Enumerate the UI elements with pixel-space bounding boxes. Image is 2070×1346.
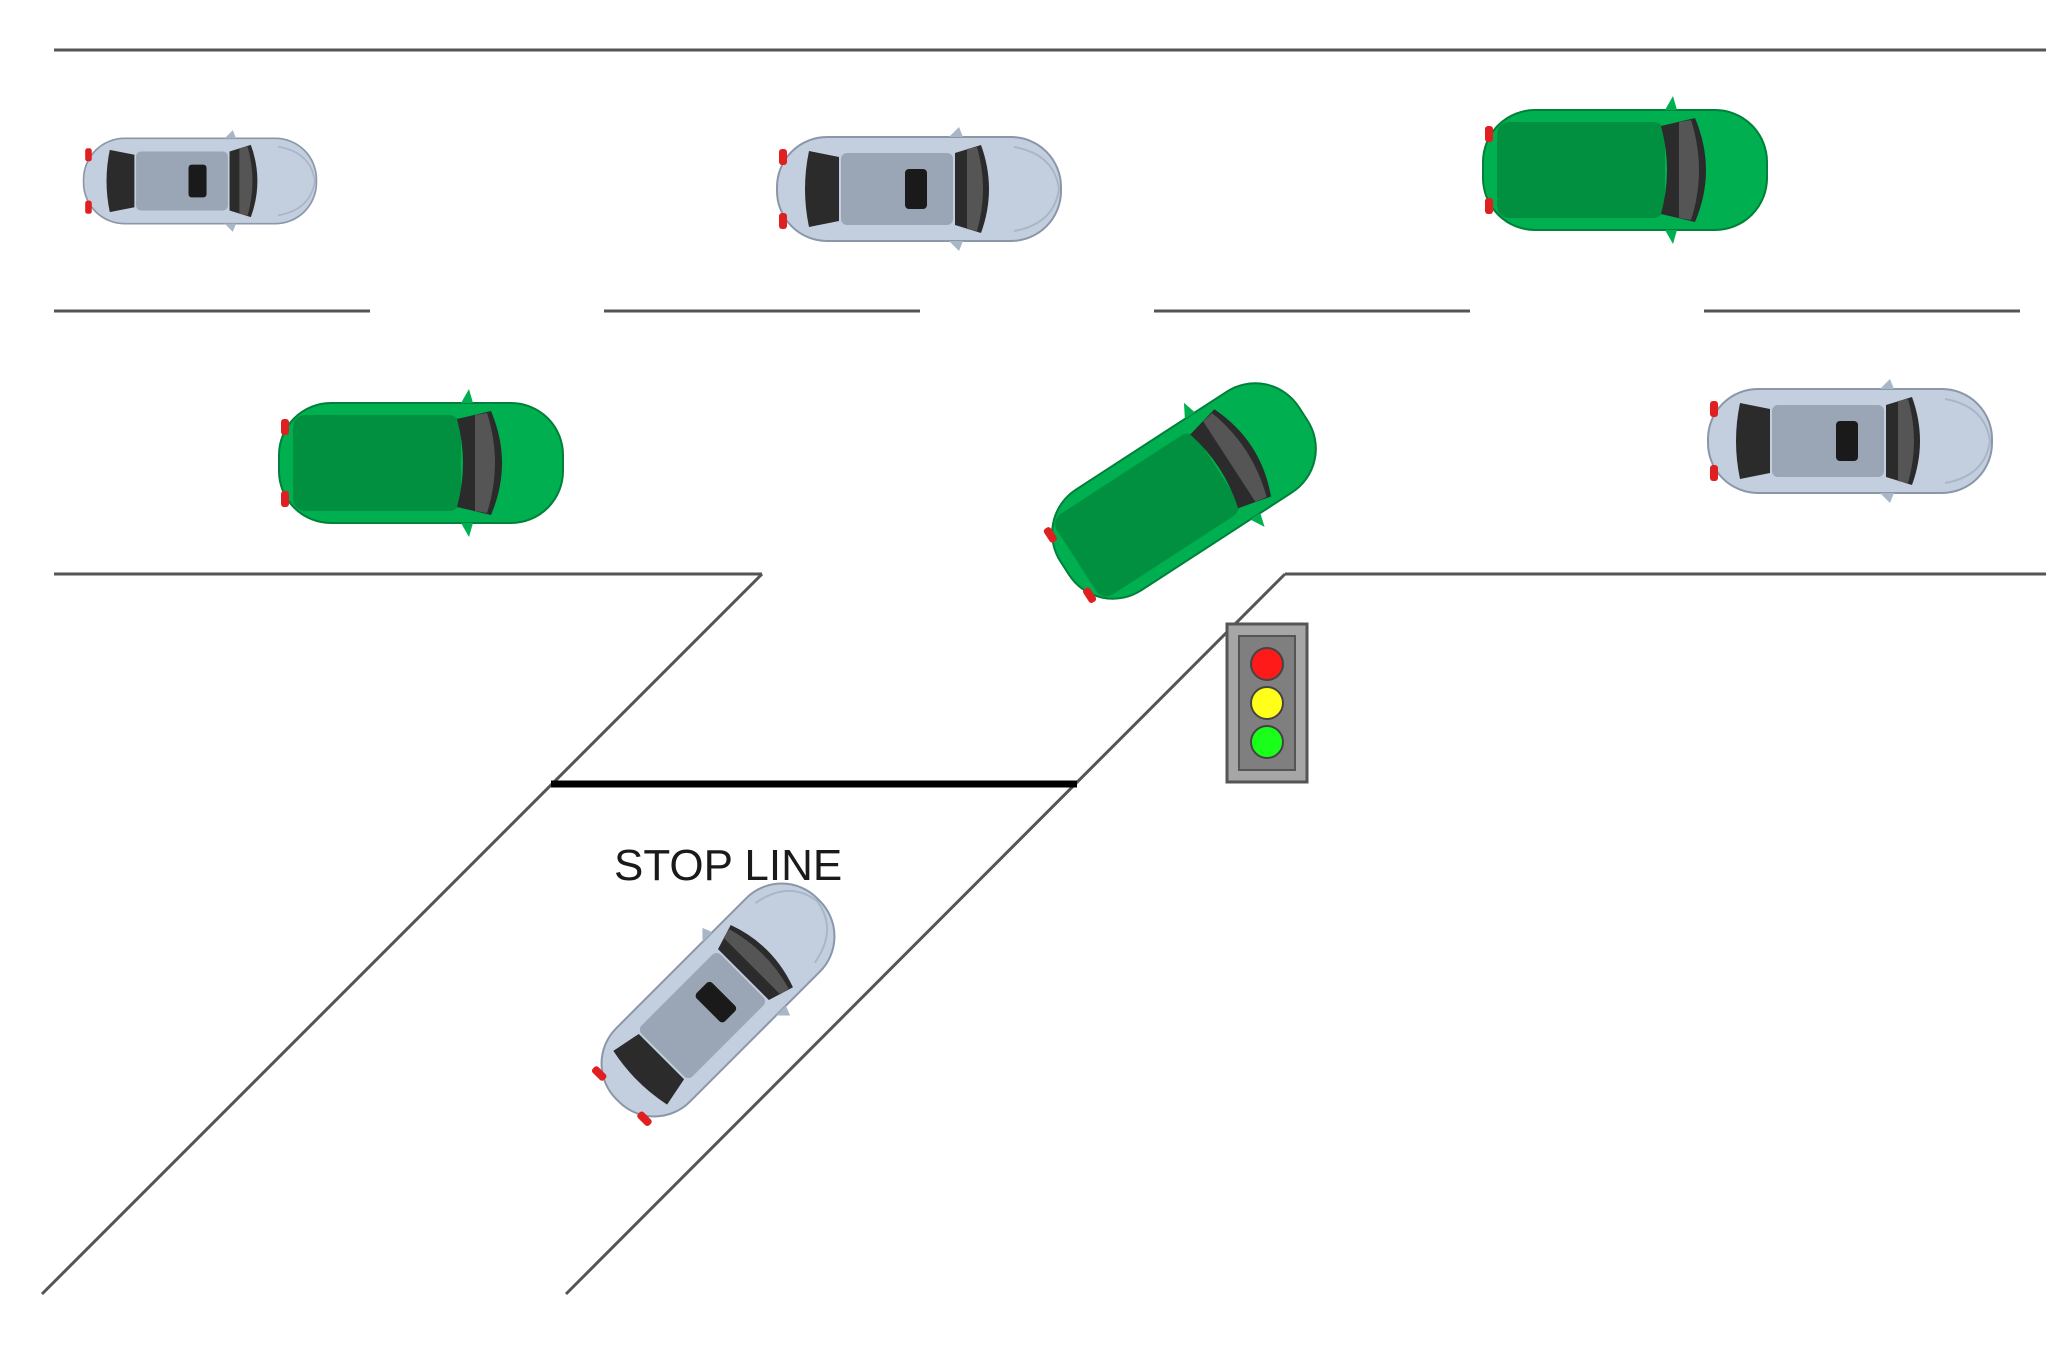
traffic-light	[1225, 622, 1309, 784]
traffic-light-green-lamp	[1250, 725, 1284, 759]
traffic-light-yellow-lamp	[1250, 686, 1284, 720]
car-green-lower-left	[278, 388, 564, 538]
ramp-right-edge	[564, 572, 1287, 1296]
car-silver-upper-middle	[776, 126, 1062, 252]
car-green-upper-right	[1482, 95, 1768, 245]
car-silver-upper-left	[82, 129, 318, 233]
stop-line-label: STOP LINE	[614, 841, 842, 890]
traffic-light-red-lamp	[1250, 647, 1284, 681]
car-silver-lower-right	[1707, 378, 1993, 504]
car-silver-ramp	[572, 854, 864, 1146]
ramp-left-edge	[40, 572, 764, 1296]
car-green-merging	[1023, 350, 1345, 632]
